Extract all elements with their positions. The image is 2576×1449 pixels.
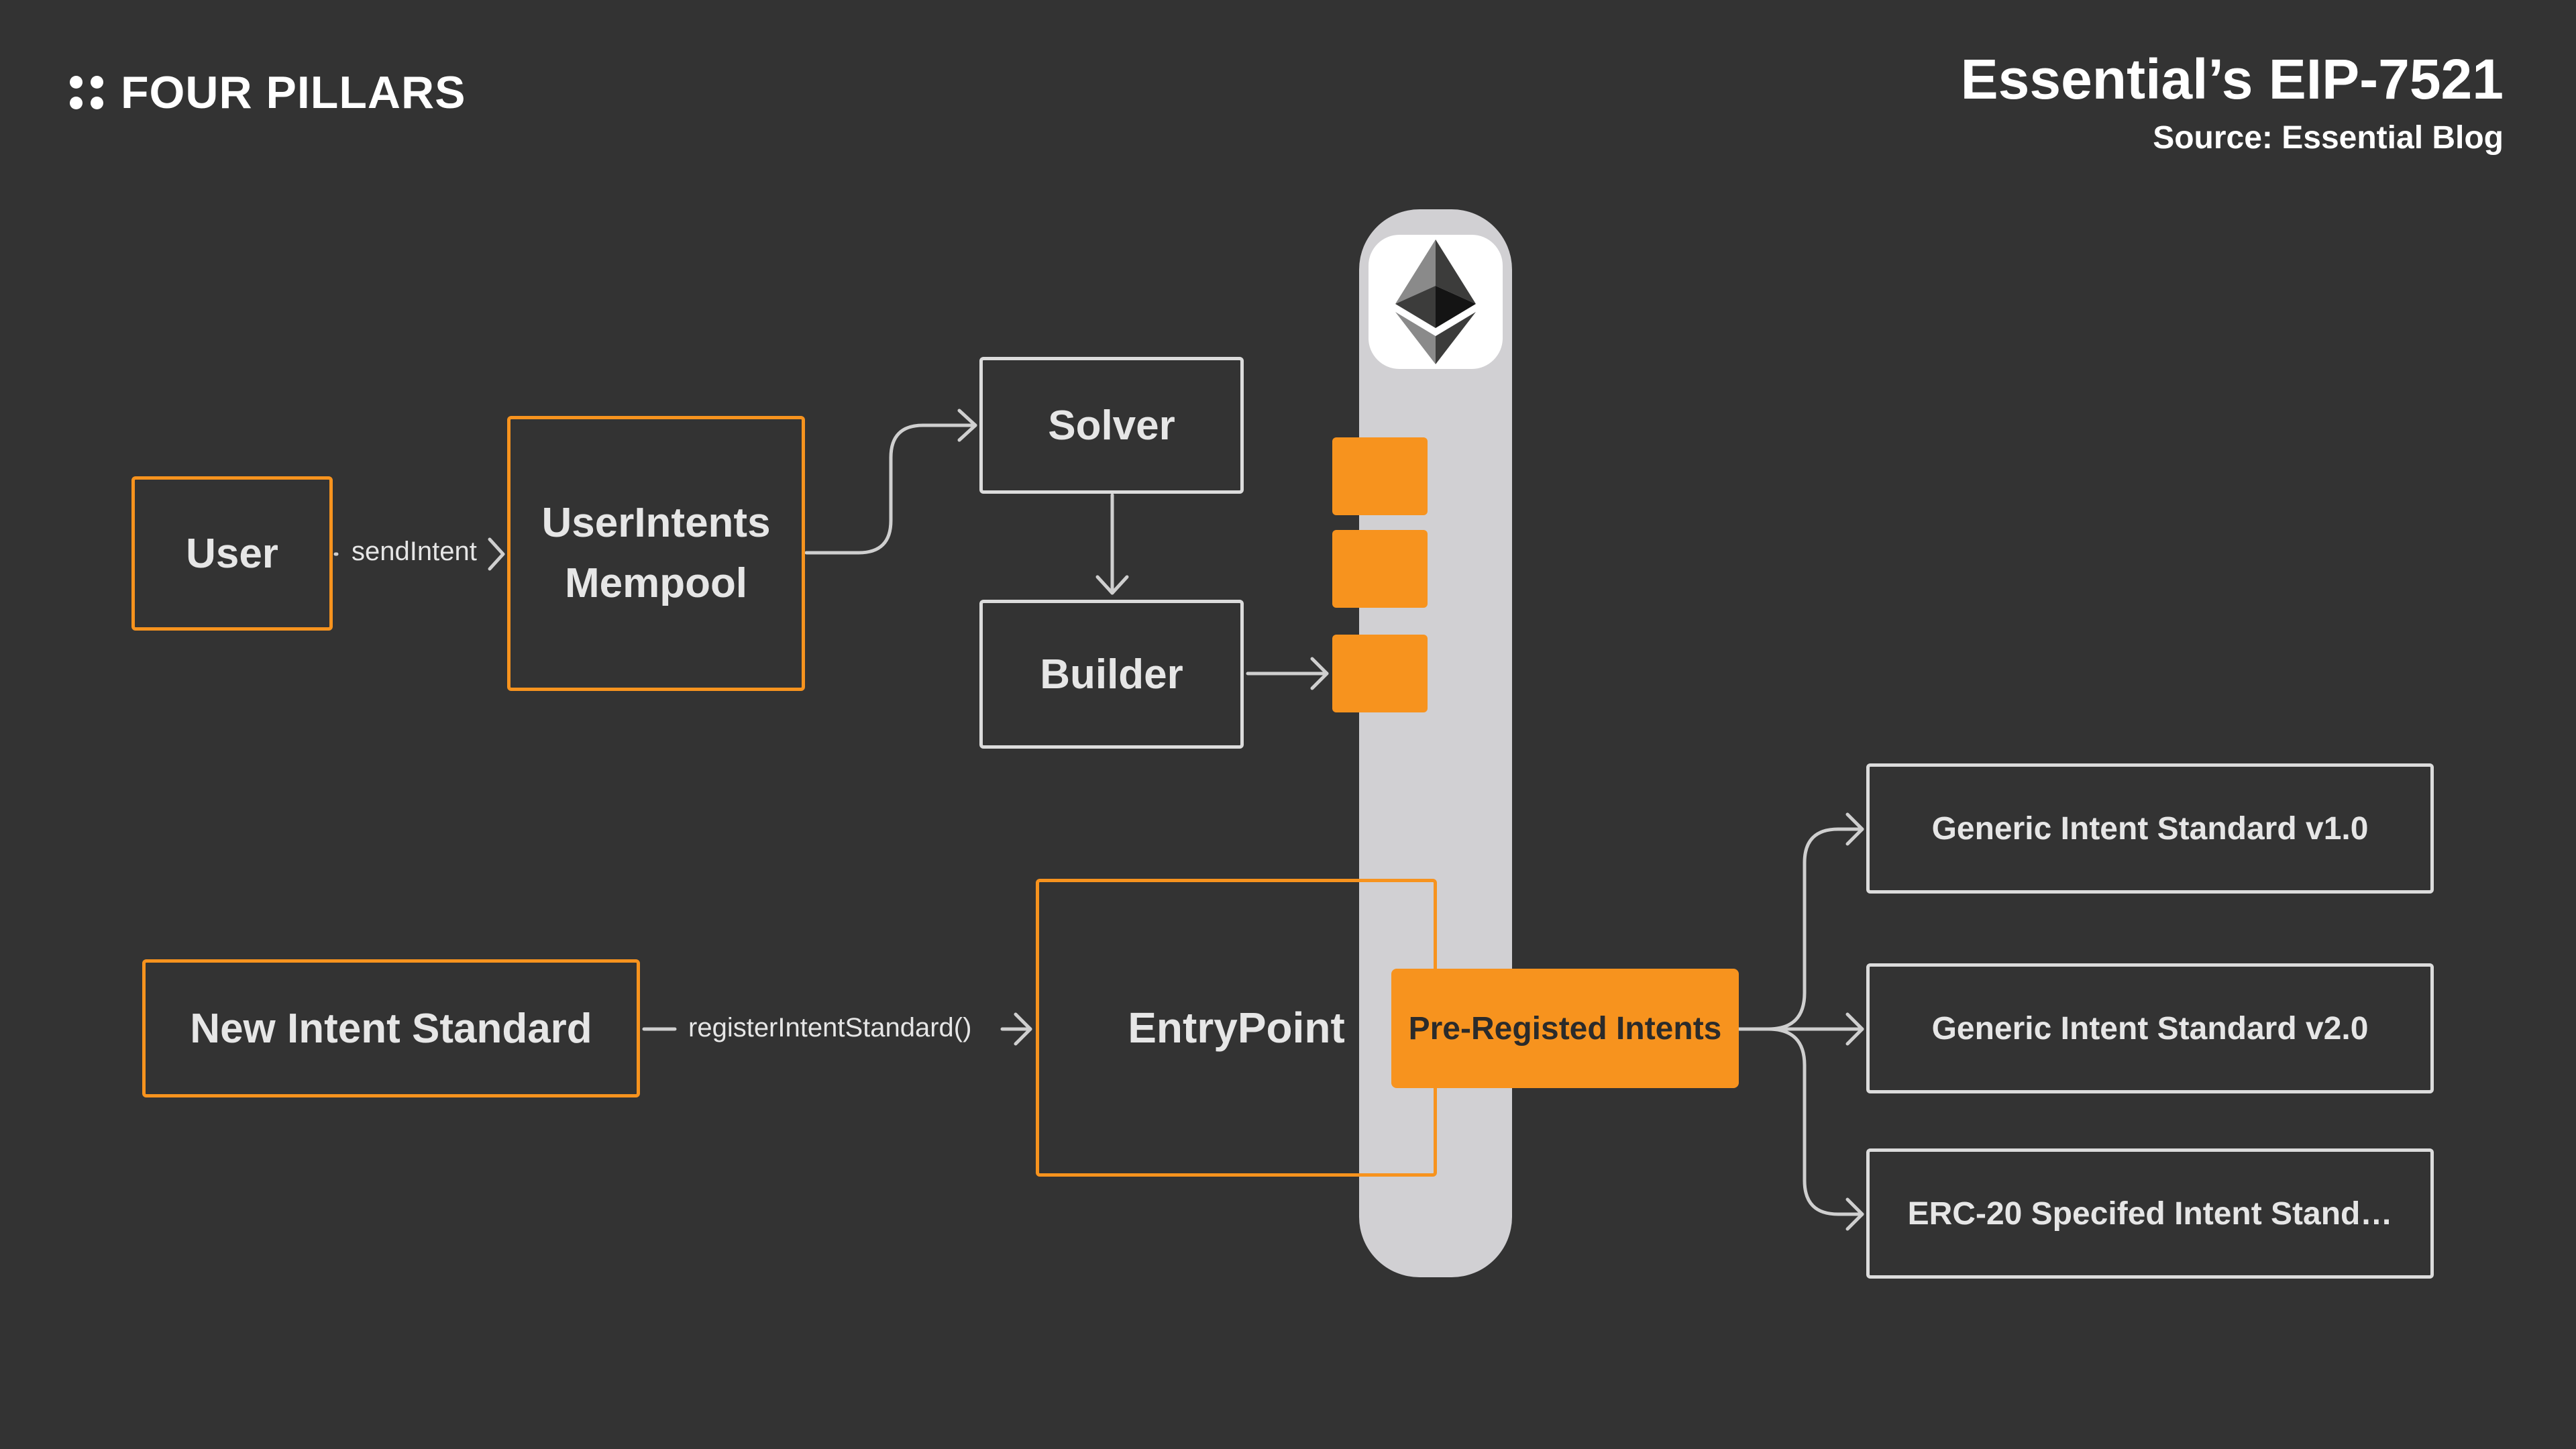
edge-pre-v1 <box>1766 827 1864 1031</box>
entrypoint-node-label: EntryPoint <box>1128 1004 1345 1052</box>
edge-label-register: registerIntentStandard() <box>688 1013 972 1042</box>
solver-node-label: Solver <box>1048 402 1175 449</box>
standard-erc20-label: ERC-20 Specifed Intent Stand… <box>1907 1195 2393 1232</box>
block-slot-3 <box>1332 635 1428 712</box>
edge-send-intent-arrowhead <box>488 537 505 571</box>
new-intent-standard-label: New Intent Standard <box>190 1005 592 1052</box>
mempool-node: UserIntents Mempool <box>507 416 805 691</box>
standard-v2-node: Generic Intent Standard v2.0 <box>1866 963 2434 1093</box>
edge-label-send-intent: sendIntent <box>352 537 477 566</box>
new-intent-standard-node: New Intent Standard <box>142 959 640 1097</box>
brand-name: FOUR PILLARS <box>121 67 466 118</box>
builder-node: Builder <box>979 600 1244 749</box>
pre-registered-intents-label: Pre-Registed Intents <box>1408 1010 1722 1046</box>
diagram-source: Source: Essential Blog <box>2153 120 2504 156</box>
edge-register-arrowhead <box>1014 1012 1032 1046</box>
ethereum-icon <box>1368 235 1503 369</box>
entrypoint-node: EntryPoint <box>1036 879 1437 1177</box>
solver-node: Solver <box>979 357 1244 494</box>
pre-registered-intents-node: Pre-Registed Intents <box>1391 969 1739 1088</box>
edge-pre-v2-arrowhead <box>1845 1012 1864 1046</box>
brand-logo: FOUR PILLARS <box>70 66 466 119</box>
edge-mempool-solver-arrowhead <box>957 409 977 442</box>
edge-pre-erc20-arrowhead <box>1845 1197 1864 1231</box>
mempool-node-label-line2: Mempool <box>564 560 748 606</box>
edge-pre-erc20 <box>1766 1027 1864 1216</box>
edge-builder-block-arrowhead <box>1310 657 1329 690</box>
builder-node-label: Builder <box>1040 651 1183 698</box>
edge-solver-builder-arrowhead <box>1095 575 1129 595</box>
edge-mempool-solver <box>804 423 977 555</box>
standard-v1-node: Generic Intent Standard v1.0 <box>1866 763 2434 894</box>
standard-erc20-node: ERC-20 Specifed Intent Stand… <box>1866 1148 2434 1279</box>
four-dots-icon <box>70 76 103 109</box>
diagram-title: Essential’s EIP-7521 <box>1960 48 2504 111</box>
standard-v1-label: Generic Intent Standard v1.0 <box>1931 810 2369 847</box>
mempool-node-label-line1: UserIntents <box>541 500 771 547</box>
edge-pre-v1-arrowhead <box>1845 812 1864 846</box>
standard-v2-label: Generic Intent Standard v2.0 <box>1931 1010 2369 1046</box>
block-slot-2 <box>1332 530 1428 608</box>
user-node-label: User <box>186 530 278 577</box>
user-node: User <box>131 476 333 631</box>
block-slot-1 <box>1332 437 1428 515</box>
